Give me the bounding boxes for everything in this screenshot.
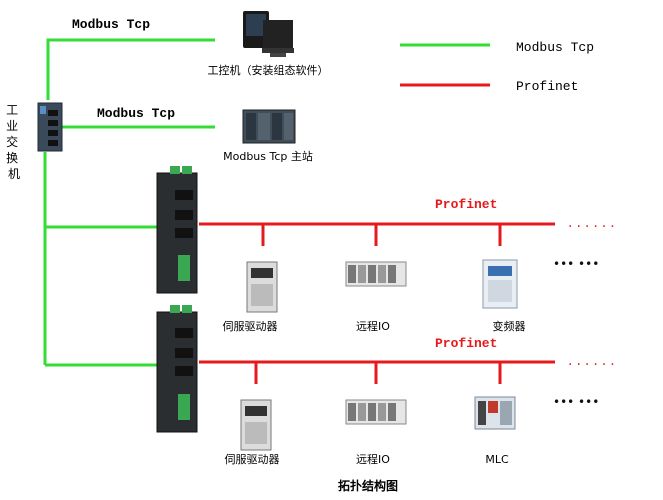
more-devices-1: ••• ••• bbox=[553, 257, 599, 271]
modbus-link-top bbox=[46, 38, 215, 100]
gateway-2 bbox=[156, 305, 198, 433]
industrial-switch bbox=[37, 102, 63, 152]
profinet-bus-2 bbox=[199, 360, 555, 384]
row2-device-label: 远程IO bbox=[356, 453, 390, 466]
modbus-link-top-label: Modbus Tcp bbox=[72, 17, 150, 32]
legend-modbus-label: Modbus Tcp bbox=[516, 40, 594, 55]
switch-label: 工 业 交 换 机 bbox=[6, 103, 22, 181]
profinet-dots-1: ...... bbox=[568, 215, 619, 231]
legend-profinet-label: Profinet bbox=[516, 79, 578, 94]
master-label: Modbus Tcp 主站 bbox=[223, 149, 313, 163]
servo-drive-icon-1 bbox=[246, 261, 278, 313]
diagram-caption: 拓扑结构图 bbox=[338, 478, 398, 493]
remote-io-icon-2 bbox=[345, 399, 407, 425]
row2-device-label: MLC bbox=[485, 453, 509, 466]
servo-drive-icon-2 bbox=[240, 399, 272, 451]
ipc-label: 工控机（安装组态软件） bbox=[208, 63, 329, 77]
row2-device-label: 伺服驱动器 bbox=[225, 453, 280, 466]
gateway-1 bbox=[156, 166, 198, 294]
remote-io-icon-1 bbox=[345, 261, 407, 287]
profinet-bus-1 bbox=[199, 222, 555, 246]
plc-master-icon bbox=[242, 109, 296, 144]
modbus-link-middle-label: Modbus Tcp bbox=[97, 106, 175, 121]
more-devices-2: ••• ••• bbox=[553, 395, 599, 409]
legend: Modbus Tcp Profinet bbox=[400, 40, 594, 94]
profinet-dots-2: ...... bbox=[568, 353, 619, 369]
row1-device-label: 远程IO bbox=[356, 320, 390, 333]
modbus-wiring bbox=[43, 38, 215, 367]
mlc-icon bbox=[474, 396, 516, 430]
industrial-pc-icon bbox=[243, 11, 294, 57]
row1-device-label: 伺服驱动器 bbox=[223, 320, 278, 333]
row1-device-label: 变频器 bbox=[493, 319, 526, 333]
profinet-bus-1-label: Profinet bbox=[435, 197, 497, 212]
vfd-icon bbox=[482, 259, 518, 309]
profinet-bus-2-label: Profinet bbox=[435, 336, 497, 351]
